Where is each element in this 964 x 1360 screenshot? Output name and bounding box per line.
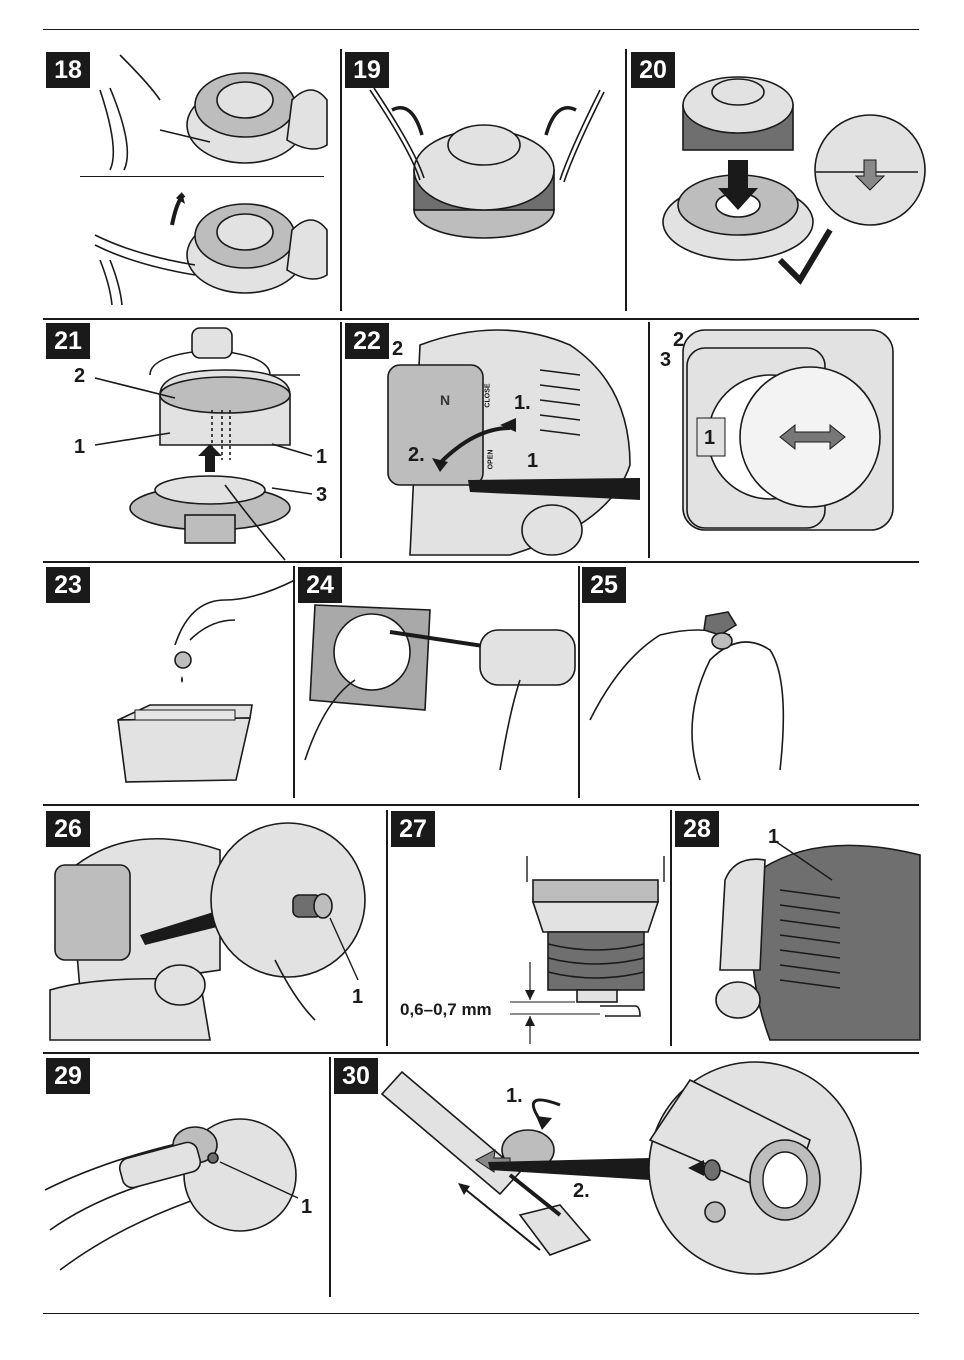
- col-divider: [386, 810, 388, 1046]
- svg-text:N: N: [440, 392, 450, 408]
- col-divider: [625, 49, 627, 311]
- figure-number-28: 28: [675, 811, 719, 847]
- fig22-close-marking: CLOSE: [484, 383, 492, 408]
- fig29-callout-1: 1: [301, 1196, 313, 1218]
- fig21-callout-2: 2: [74, 365, 86, 387]
- col-divider: [340, 49, 342, 311]
- figure-number-22: 22: [345, 323, 389, 359]
- fig30-step-1: 1.: [506, 1085, 523, 1107]
- fig22-step-1: 1.: [514, 392, 531, 414]
- fig21-callout-3: 3: [316, 484, 328, 506]
- figure-number-23: 23: [46, 567, 90, 603]
- bottom-rule: [43, 1313, 919, 1314]
- fig30-step-2: 2.: [573, 1180, 590, 1202]
- figure-number-30: 30: [334, 1058, 378, 1094]
- fig22-inset-callout-1: 1: [704, 427, 716, 449]
- top-rule: [43, 29, 919, 30]
- figure-number-25: 25: [582, 567, 626, 603]
- fig22-callout-1: 1: [527, 450, 539, 472]
- figure-number-18: 18: [46, 52, 90, 88]
- col-divider: [578, 566, 580, 798]
- fig22-open-marking: OPEN: [487, 449, 495, 470]
- figure-number-27: 27: [391, 811, 435, 847]
- col-divider: [648, 322, 650, 558]
- figure-number-24: 24: [298, 567, 342, 603]
- fig22-inset-callout-3: 3: [660, 349, 672, 371]
- figure-number-26: 26: [46, 811, 90, 847]
- row-divider-4: [43, 1052, 919, 1054]
- fig22-callout-2: 2: [392, 338, 404, 360]
- row-divider-3: [43, 804, 919, 806]
- fig26-callout-1: 1: [352, 986, 364, 1008]
- figure-number-19: 19: [345, 52, 389, 88]
- sub-divider: [80, 176, 324, 177]
- col-divider: [293, 566, 295, 798]
- fig21-callout-1-left: 1: [74, 436, 86, 458]
- figure-number-29: 29: [46, 1058, 90, 1094]
- fig21-callout-1-right: 1: [316, 446, 328, 468]
- col-divider: [670, 810, 672, 1046]
- figure-number-21: 21: [46, 323, 90, 359]
- col-divider: [329, 1057, 331, 1297]
- fig28-callout-1: 1: [768, 826, 780, 848]
- figure-number-20: 20: [631, 52, 675, 88]
- fig22-step-2: 2.: [408, 444, 425, 466]
- fig27-gap-dimension: 0,6–0,7 mm: [400, 1000, 492, 1019]
- row-divider-1: [43, 318, 919, 320]
- row-divider-2: [43, 561, 919, 563]
- fig22-inset-callout-2: 2: [673, 329, 685, 351]
- col-divider: [340, 322, 342, 558]
